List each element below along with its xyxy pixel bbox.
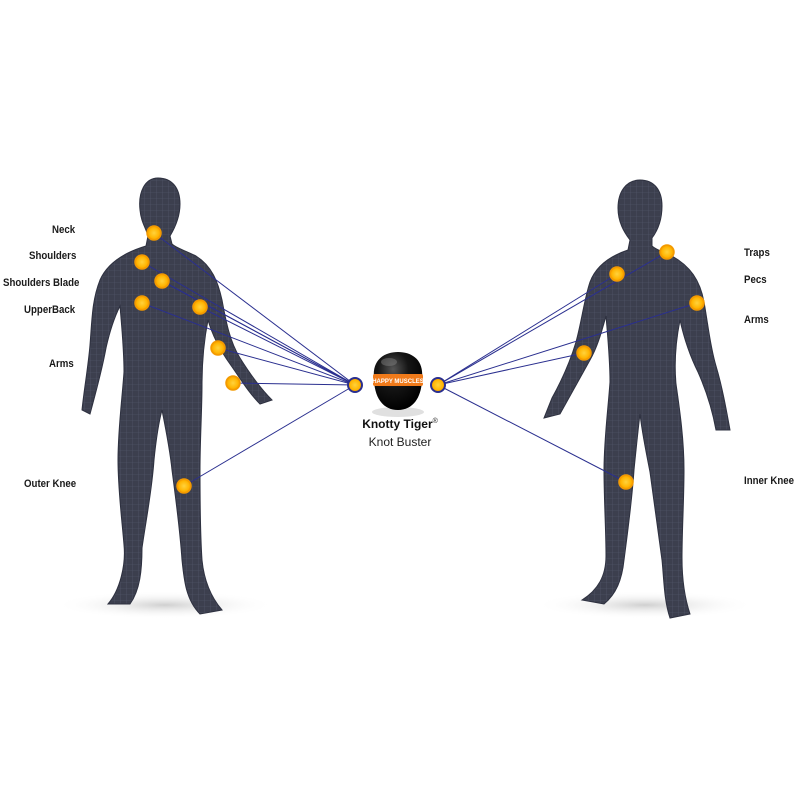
line-shoulders (141, 261, 356, 386)
dot-shoulders-blade (154, 273, 170, 289)
hub-dot-left (347, 377, 363, 393)
left-body-figure (81, 177, 273, 615)
ball-shadow (372, 407, 424, 417)
dot-neck (146, 225, 162, 241)
dot-arms-shoulder (689, 295, 705, 311)
line-arms-a (217, 347, 356, 386)
line-upperback-b (199, 306, 356, 386)
hub-dot-right (430, 377, 446, 393)
product-name: Knotty Tiger® (362, 417, 438, 431)
label-upperback: UpperBack (24, 304, 76, 316)
connector-lines (141, 232, 698, 487)
label-traps: Traps (744, 247, 770, 259)
line-outer-knee (183, 384, 356, 487)
product-subtitle: Knot Buster (368, 435, 432, 449)
label-shoulders-blade: Shoulders Blade (3, 277, 80, 289)
left-figure-shadow (55, 591, 275, 619)
dot-outer-knee (176, 478, 192, 494)
line-traps (437, 251, 668, 386)
line-pecs (437, 273, 618, 386)
dot-arm-upper (210, 340, 226, 356)
ball-brand-text: HAPPY MUSCLES (372, 379, 424, 385)
line-inner-knee (437, 384, 627, 483)
dot-upperback (134, 295, 150, 311)
line-neck (153, 232, 356, 386)
dot-traps (659, 244, 675, 260)
line-shoulders-blade-b (161, 280, 356, 386)
label-outer-knee: Outer Knee (24, 478, 77, 490)
dot-inner-knee (618, 474, 634, 490)
label-arms-right: Arms (744, 314, 769, 326)
dot-upperback-right (192, 299, 208, 315)
knotty-tiger-ball: HAPPY MUSCLES (372, 352, 424, 417)
dot-arms-elbow (576, 345, 592, 361)
ball-band (373, 374, 423, 386)
dot-arm-lower (225, 375, 241, 391)
ball-highlight (381, 358, 397, 366)
line-arms-right-b (437, 352, 585, 386)
label-inner-knee: Inner Knee (744, 475, 795, 487)
dot-pecs (609, 266, 625, 282)
line-upperback-a (141, 302, 356, 386)
label-arms-left: Arms (49, 358, 74, 370)
label-shoulders: Shoulders (29, 250, 77, 262)
line-arms-right-a (437, 302, 698, 386)
label-pecs: Pecs (744, 274, 767, 286)
target-dots (134, 225, 705, 494)
label-neck: Neck (52, 224, 76, 236)
dot-shoulders (134, 254, 150, 270)
right-body-figure (543, 179, 731, 619)
right-figure-shadow (535, 591, 755, 619)
line-arms-b (232, 382, 356, 386)
